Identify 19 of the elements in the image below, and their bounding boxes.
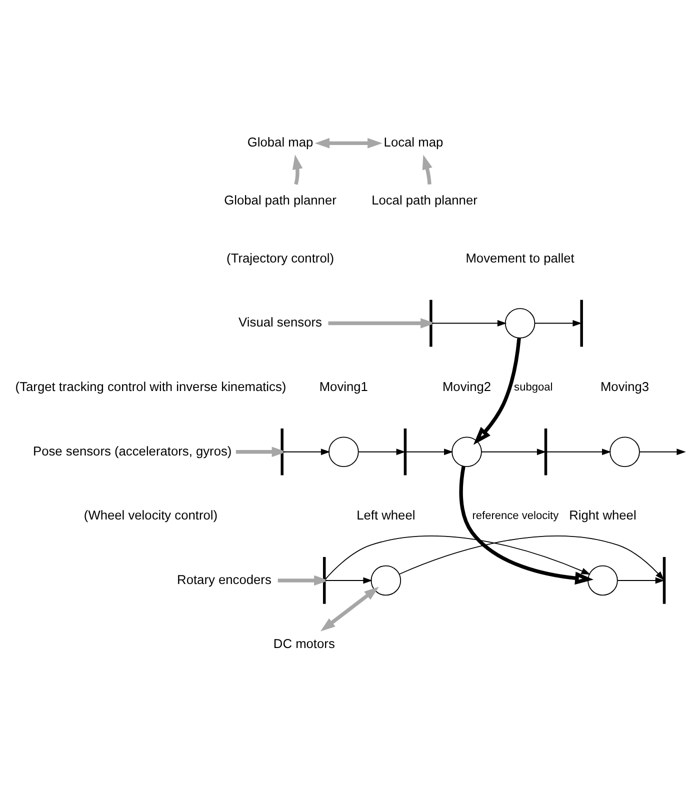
node-text: Local map [384,134,444,150]
node-text: Rotary encoders [177,572,272,587]
node-text: Global map [247,134,314,150]
edge-label: reference velocity [472,510,559,522]
node-text: Global path planner [224,192,336,208]
node-label: Movement to pallet [466,250,574,266]
label: (Trajectory control) [226,250,334,266]
node-text: Local path planner [372,192,478,208]
node-label: Left wheel [356,508,416,523]
node-label: Moving3 [600,378,650,394]
node-text: Visual sensors [238,314,322,330]
node-label: Moving2 [442,378,492,394]
label: (Wheel velocity control) [84,508,218,523]
label: (Target tracking control with inverse kinematics) [15,378,286,394]
edge-label: subgoal [514,381,553,394]
node-text: DC motors [273,636,335,652]
node-label: Moving1 [319,378,368,394]
node-text: Pose sensors (accelerators, gyros) [33,443,232,458]
node-label: Right wheel [569,508,636,523]
